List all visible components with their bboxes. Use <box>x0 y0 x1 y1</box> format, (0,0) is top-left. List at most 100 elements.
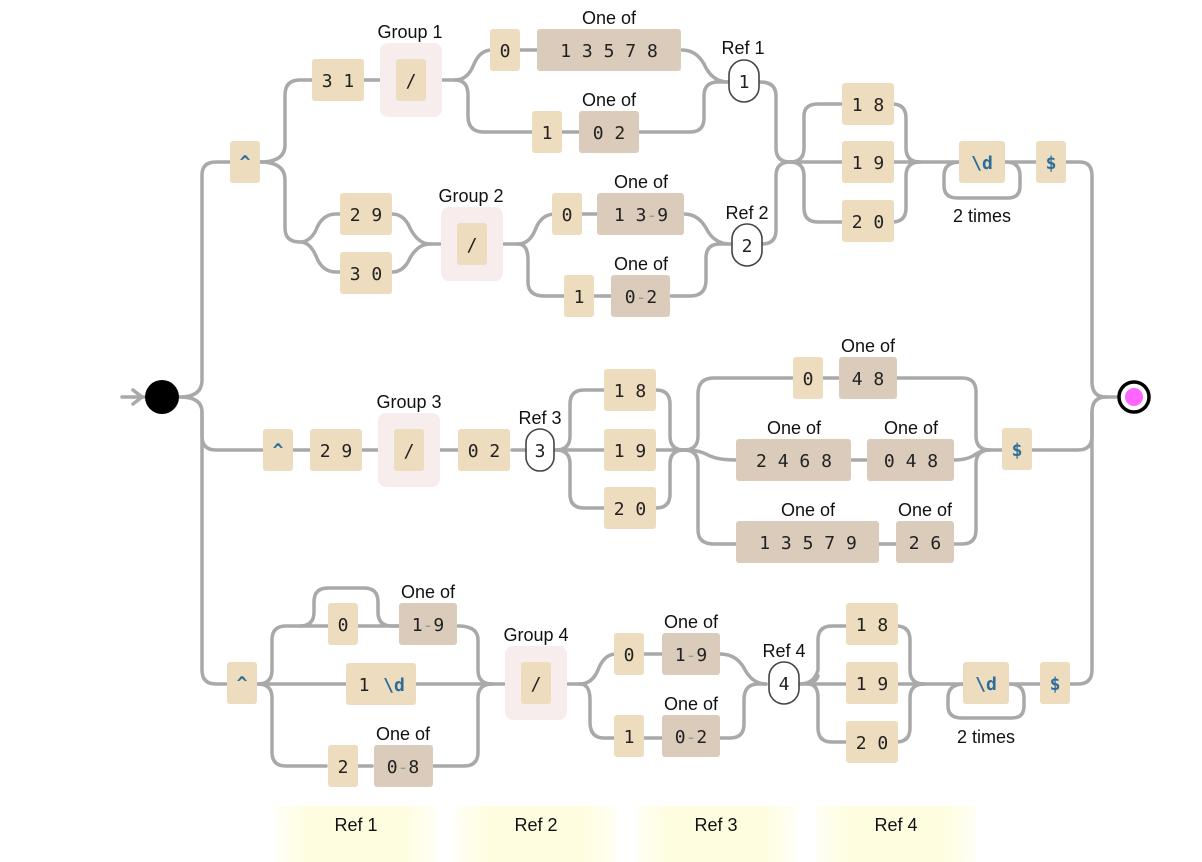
svg-text:2 4 6 8: 2 4 6 8 <box>756 451 832 472</box>
svg-text:Ref 1: Ref 1 <box>721 38 764 58</box>
end-anchor: $ <box>1002 428 1032 470</box>
literal-0: 0 <box>328 603 358 645</box>
svg-text:One of: One of <box>781 500 836 520</box>
legend-ref-1[interactable]: Ref 1 <box>276 806 436 862</box>
svg-text:Group 4: Group 4 <box>503 625 568 645</box>
charset-0to2-m: One of 0-2 <box>662 694 720 757</box>
svg-text:1: 1 <box>359 675 370 696</box>
svg-text:One of: One of <box>401 582 456 602</box>
svg-text:One of: One of <box>614 172 669 192</box>
svg-text:One of: One of <box>664 612 719 632</box>
legend-ref-4[interactable]: Ref 4 <box>816 806 976 862</box>
svg-text:Ref 4: Ref 4 <box>762 641 805 661</box>
literal-0-b: 0 <box>552 193 582 235</box>
svg-text:Ref 2: Ref 2 <box>725 203 768 223</box>
svg-text:0-2: 0-2 <box>625 287 658 308</box>
backref-3: Ref 3 3 <box>518 408 562 472</box>
svg-text:Ref 3: Ref 3 <box>518 408 561 428</box>
svg-text:2 times: 2 times <box>953 206 1011 226</box>
svg-text:1-9: 1-9 <box>412 615 445 636</box>
svg-text:/: / <box>531 674 542 695</box>
legend-ref-3[interactable]: Ref 3 <box>636 806 796 862</box>
charset-02: One of 0 2 <box>579 90 639 153</box>
svg-text:One of: One of <box>841 336 896 356</box>
literal-29: 2 9 <box>310 429 362 471</box>
svg-text:2 9: 2 9 <box>350 205 383 226</box>
group-2: Group 2 / <box>438 186 504 281</box>
svg-text:0: 0 <box>338 615 349 636</box>
branch-1: ^ 3 1 Group 1 / 0 One of 1 3 5 7 8 1 One… <box>230 8 1066 317</box>
literal-0-m: 0 <box>614 633 644 675</box>
digit-escape: \d 2 times <box>957 662 1015 747</box>
literal-31: 3 1 <box>312 59 364 101</box>
charset-1to9-m: One of 1-9 <box>662 612 720 675</box>
svg-text:^: ^ <box>273 440 284 461</box>
year-18: 1 8 <box>604 369 656 411</box>
literal-02: 0 2 <box>458 429 510 471</box>
svg-text:^: ^ <box>237 673 248 694</box>
svg-text:Group 2: Group 2 <box>438 186 503 206</box>
legend-ref-2[interactable]: Ref 2 <box>456 806 616 862</box>
literal-1-m: 1 <box>614 715 644 757</box>
literal-30: 3 0 <box>340 252 392 294</box>
year-20: 2 0 <box>604 487 656 529</box>
start-anchor: ^ <box>263 429 293 471</box>
svg-text:1 3-9: 1 3-9 <box>614 205 668 226</box>
svg-text:Ref 2: Ref 2 <box>514 815 557 835</box>
svg-text:1 9: 1 9 <box>852 153 885 174</box>
svg-text:One of: One of <box>582 90 637 110</box>
svg-text:One of: One of <box>376 724 431 744</box>
svg-text:/: / <box>404 441 415 462</box>
svg-text:One of: One of <box>582 8 637 28</box>
svg-text:0 2: 0 2 <box>468 441 501 462</box>
svg-text:0: 0 <box>562 205 573 226</box>
svg-text:2: 2 <box>338 757 349 778</box>
svg-text:$: $ <box>1046 153 1057 174</box>
year-18: 1 8 <box>842 83 894 125</box>
year-19: 1 9 <box>842 141 894 183</box>
literal-1: 1 <box>532 111 562 153</box>
digit-escape: \d 2 times <box>953 141 1011 226</box>
svg-text:3 0: 3 0 <box>350 264 383 285</box>
svg-text:0 2: 0 2 <box>593 123 626 144</box>
svg-text:$: $ <box>1012 440 1023 461</box>
charset-0to8: One of 0-8 <box>374 724 433 787</box>
literal-2: 2 <box>328 745 358 787</box>
svg-text:2 9: 2 9 <box>320 441 353 462</box>
svg-text:2 0: 2 0 <box>614 499 647 520</box>
svg-text:^: ^ <box>240 152 251 173</box>
svg-text:Ref 1: Ref 1 <box>334 815 377 835</box>
svg-text:\d: \d <box>383 675 405 696</box>
svg-text:2: 2 <box>742 236 753 257</box>
svg-text:1: 1 <box>739 72 750 93</box>
svg-text:1 3 5 7 8: 1 3 5 7 8 <box>560 41 658 62</box>
connector-paths <box>120 48 1120 768</box>
charset-1to9: One of 1-9 <box>399 582 457 645</box>
svg-text:One of: One of <box>614 254 669 274</box>
literal-1-b: 1 <box>564 275 594 317</box>
svg-text:1 9: 1 9 <box>614 441 647 462</box>
year-19: 1 9 <box>604 429 656 471</box>
charset-2468: One of 2 4 6 8 <box>736 418 851 481</box>
end-anchor: $ <box>1040 662 1070 704</box>
group-3: Group 3 / <box>376 392 442 487</box>
svg-text:/: / <box>467 235 478 256</box>
svg-text:1: 1 <box>542 123 553 144</box>
backref-1: Ref 1 1 <box>721 38 765 103</box>
literal-1-digit: 1 \d <box>346 663 416 705</box>
year-18: 1 8 <box>846 603 898 645</box>
svg-text:One of: One of <box>767 418 822 438</box>
branch-3: ^ 0 One of 1-9 1 \d 2 One of 0-8 Group 4 <box>227 582 1070 787</box>
svg-text:Group 3: Group 3 <box>376 392 441 412</box>
charset-13578: One of 1 3 5 7 8 <box>537 8 681 71</box>
svg-text:2 6: 2 6 <box>909 533 942 554</box>
svg-text:$: $ <box>1050 674 1061 695</box>
svg-text:1: 1 <box>574 287 585 308</box>
svg-text:One of: One of <box>884 418 939 438</box>
end-anchor: $ <box>1036 141 1066 183</box>
svg-text:2 0: 2 0 <box>856 733 889 754</box>
literal-0: 0 <box>793 357 823 399</box>
svg-text:1 8: 1 8 <box>852 95 885 116</box>
svg-text:3 1: 3 1 <box>322 71 355 92</box>
